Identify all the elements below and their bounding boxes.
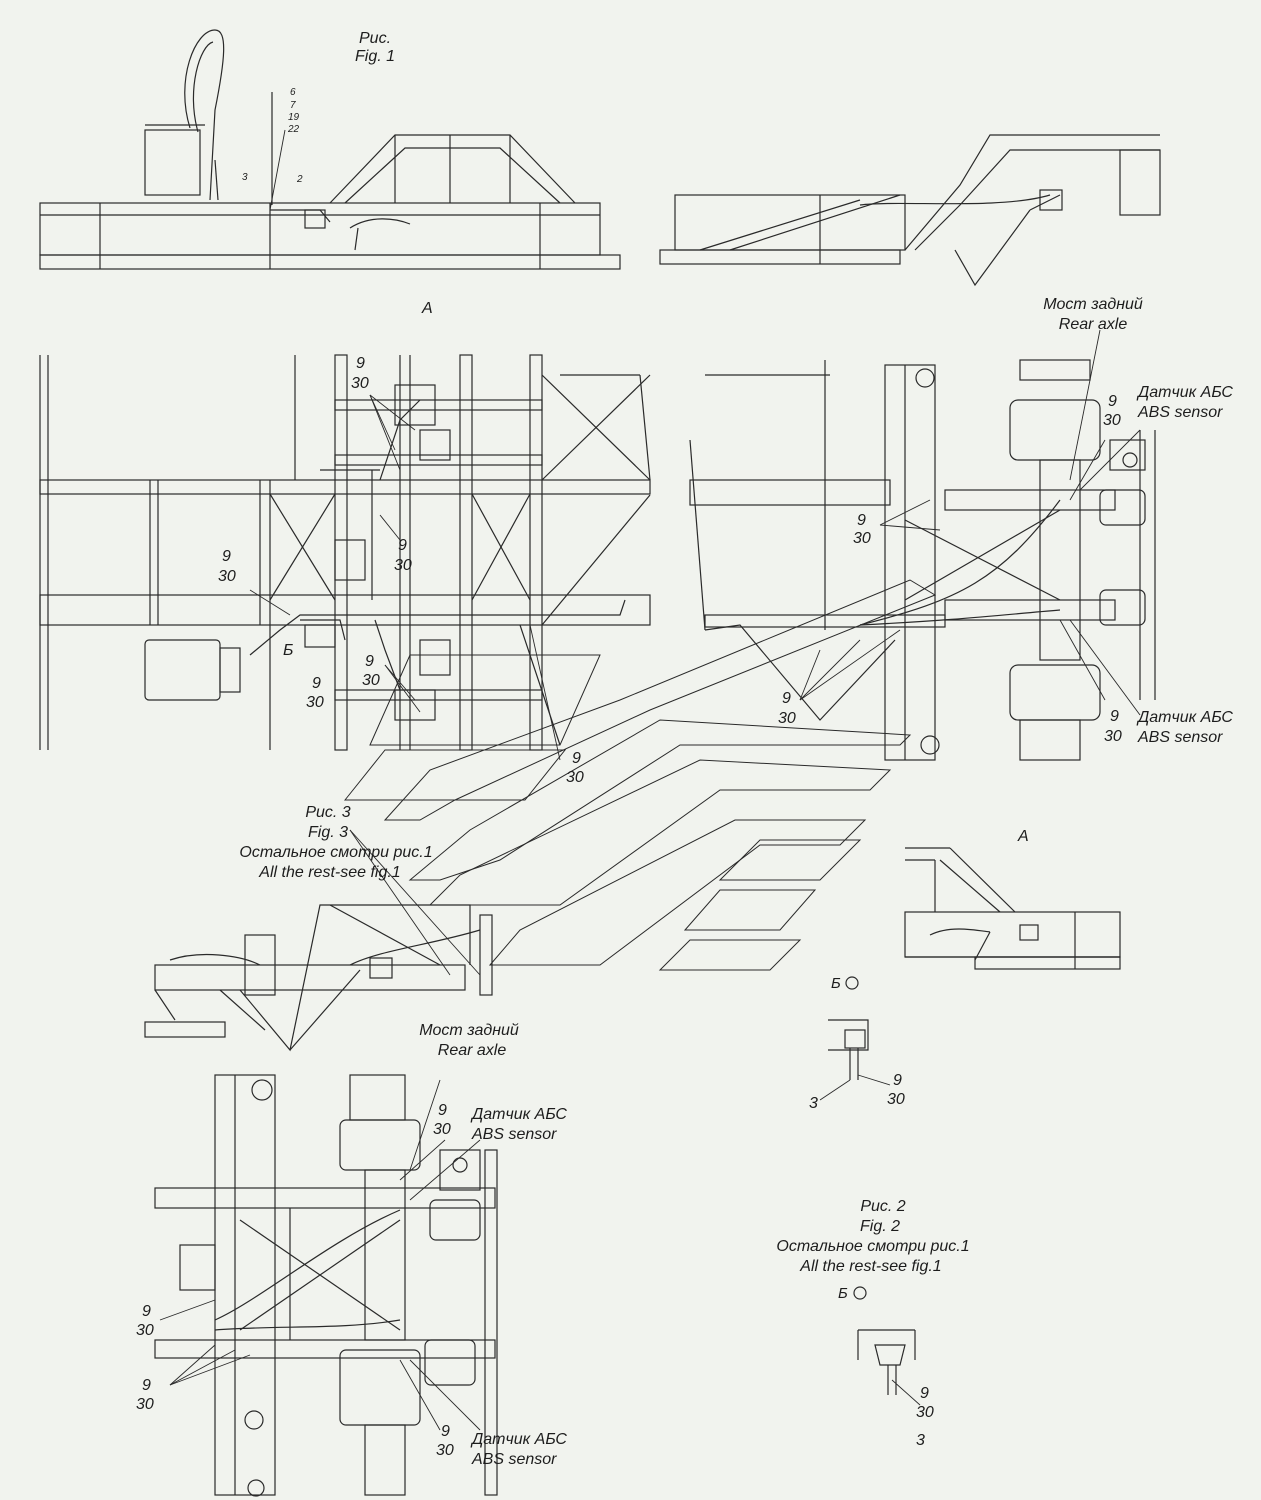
fig1-plan-view — [39, 354, 651, 751]
fig3-plan-view — [154, 1074, 498, 1497]
ref-9: 9 — [572, 750, 581, 767]
view-b-detail-1 — [828, 976, 869, 1080]
ref-7: 7 — [290, 100, 296, 111]
ref-3-view-b2: 3 — [916, 1432, 925, 1449]
section-a-view — [904, 847, 1121, 970]
ref-9: 9 — [441, 1423, 450, 1440]
ref-3-fig1: 3 — [242, 172, 248, 183]
ref-30: 30 — [778, 710, 796, 727]
fig3-note-en: All the rest-see fig.1 — [259, 864, 401, 881]
ref-30: 30 — [566, 769, 584, 786]
ref-30: 30 — [394, 557, 412, 574]
fig3-title-en: Fig. 3 — [307, 824, 349, 841]
ref-30: 30 — [1103, 412, 1121, 429]
fig2-note-ru: Остальное смотри рис.1 — [776, 1238, 970, 1255]
ref-9: 9 — [857, 512, 866, 529]
abs-sensor-label-en-1: ABS sensor — [1138, 404, 1223, 421]
abs-sensor-label-ru-1: Датчик АБС — [1138, 384, 1233, 401]
section-a-marker: A — [422, 300, 433, 317]
abs-sensor-label-ru-4: Датчик АБС — [472, 1431, 567, 1448]
ref-9: 9 — [438, 1102, 447, 1119]
ref-19: 19 — [288, 112, 300, 123]
ref-9: 9 — [142, 1377, 151, 1394]
view-b-detail-2 — [853, 1286, 916, 1395]
fig2-title-en: Fig. 2 — [859, 1218, 901, 1235]
rear-axle-label-ru-1: Мост задний — [1043, 296, 1143, 313]
ref-2-fig1: 2 — [297, 174, 303, 185]
ref-9: 9 — [1110, 708, 1119, 725]
fig1-side-view-rear — [659, 134, 1161, 287]
ref-9: 9 — [222, 548, 231, 565]
ref-3-view-b1: 3 — [809, 1095, 818, 1112]
fig2-title-ru: Рис. 2 — [860, 1198, 906, 1215]
ref-30: 30 — [306, 694, 324, 711]
abs-sensor-label-en-3: ABS sensor — [472, 1126, 557, 1143]
ref-9: 9 — [782, 690, 791, 707]
ref-30: 30 — [433, 1121, 451, 1138]
fig1-title-en: Fig. 1 — [354, 48, 396, 65]
ref-30: 30 — [136, 1396, 154, 1413]
ref-30: 30 — [887, 1091, 905, 1108]
fig3-note-ru: Остальное смотри рис.1 — [239, 844, 433, 861]
rear-axle-label-en-1: Rear axle — [1058, 316, 1128, 333]
ref-30: 30 — [436, 1442, 454, 1459]
ref-22: 22 — [288, 124, 300, 135]
leader-lines — [159, 129, 1141, 1431]
ref-30: 30 — [1104, 728, 1122, 745]
ref-9: 9 — [365, 653, 374, 670]
rear-axle-label-ru-2: Мост задний — [419, 1022, 519, 1039]
view-b-arrow-label: Б — [283, 642, 294, 659]
ref-9: 9 — [356, 355, 365, 372]
ref-6: 6 — [290, 87, 296, 98]
ref-9: 9 — [142, 1303, 151, 1320]
ref-9: 9 — [398, 537, 407, 554]
section-a-detail-label: A — [1018, 828, 1029, 845]
rear-axle-label-en-2: Rear axle — [437, 1042, 507, 1059]
view-b-label-1: Б — [831, 975, 841, 992]
ref-30: 30 — [351, 375, 369, 392]
ref-9: 9 — [920, 1385, 929, 1402]
fig1-title-ru: Рис. — [358, 30, 392, 47]
fig3-title-ru: Рис. 3 — [305, 804, 351, 821]
ref-30: 30 — [362, 672, 380, 689]
ref-30: 30 — [136, 1322, 154, 1339]
fig3-side-view — [144, 904, 493, 1052]
abs-sensor-label-ru-2: Датчик АБС — [1138, 709, 1233, 726]
fig2-note-en: All the rest-see fig.1 — [800, 1258, 942, 1275]
ref-9: 9 — [893, 1072, 902, 1089]
view-b-label-2: Б — [838, 1285, 848, 1302]
ref-30: 30 — [853, 530, 871, 547]
abs-sensor-label-en-2: ABS sensor — [1138, 729, 1223, 746]
fig1-side-view — [39, 29, 621, 270]
fig1-plan-view-rear — [689, 359, 1156, 761]
ref-9: 9 — [312, 675, 321, 692]
ref-9: 9 — [1108, 393, 1117, 410]
abs-sensor-label-ru-3: Датчик АБС — [472, 1106, 567, 1123]
callout-bands — [343, 579, 937, 971]
abs-sensor-label-en-4: ABS sensor — [472, 1451, 557, 1468]
ref-30: 30 — [218, 568, 236, 585]
ref-30: 30 — [916, 1404, 934, 1421]
